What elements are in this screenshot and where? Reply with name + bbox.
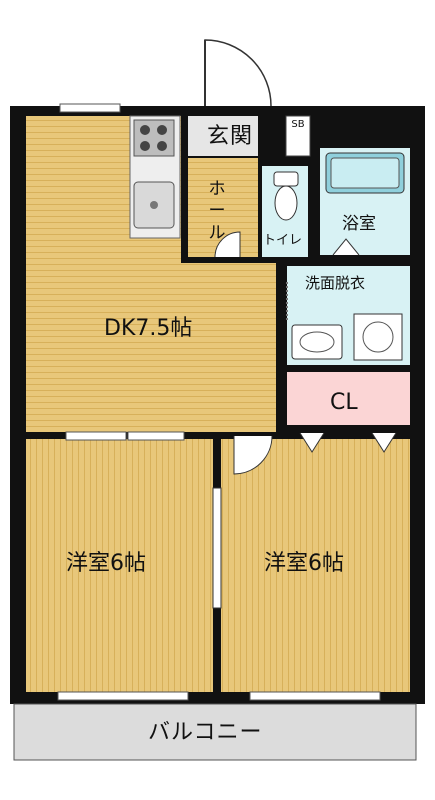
entrance-door-swing xyxy=(204,39,272,107)
toilet-bowl-icon xyxy=(274,185,298,221)
toilet-label: トイレ xyxy=(263,233,303,248)
bath-label: 浴室 xyxy=(342,214,376,234)
western-room-right-floor xyxy=(221,439,410,692)
closet-label: CL xyxy=(330,390,358,415)
western-room-left-floor xyxy=(26,439,213,692)
closet-floor xyxy=(287,372,410,425)
toilet-tank-icon xyxy=(273,171,299,187)
dk-label: DK7.5帖 xyxy=(104,316,193,341)
balcony-floor xyxy=(13,703,417,761)
shoe-box-label: SB xyxy=(291,119,305,130)
western-room-left-label: 洋室6帖 xyxy=(66,551,146,576)
genkan-floor xyxy=(188,116,258,156)
sliding-door xyxy=(212,487,222,609)
genkan-label: 玄関 xyxy=(207,124,254,149)
stove-icon xyxy=(133,119,175,157)
hall-label: ホール xyxy=(208,179,226,243)
shoe-box xyxy=(285,115,311,157)
balcony-label: バルコニー xyxy=(148,720,263,745)
washroom-label: 洗面脱衣 xyxy=(305,274,366,292)
western-room-right-label: 洋室6帖 xyxy=(264,551,344,576)
